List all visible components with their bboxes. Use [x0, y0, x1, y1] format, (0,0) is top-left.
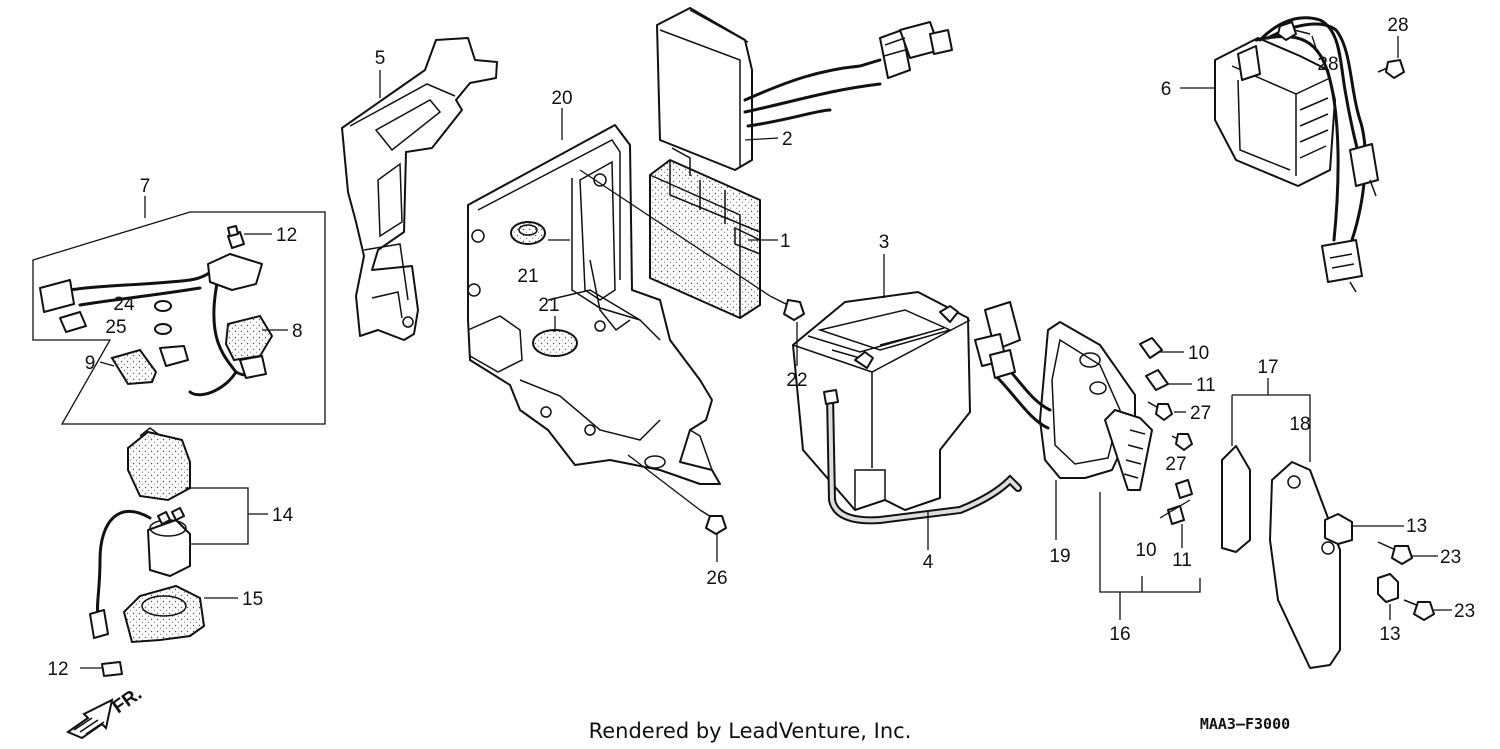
- front-direction-label: FR.: [109, 683, 146, 718]
- bolt-22-part[interactable]: [769, 295, 805, 321]
- bolt-26-part[interactable]: [699, 509, 727, 535]
- callout-5: 5: [375, 48, 386, 69]
- rubber-pad-upper-part[interactable]: [510, 221, 546, 245]
- footer-credit: Rendered by LeadVenture, Inc.: [589, 719, 912, 743]
- callout-13-lower: 13: [1379, 624, 1400, 645]
- bolt-28-upper-part[interactable]: [1277, 21, 1311, 41]
- breather-tube-part[interactable]: [823, 389, 1022, 525]
- callout-13-upper: 13: [1406, 516, 1427, 537]
- fuse-box-part[interactable]: [974, 301, 1153, 491]
- callout-4: 4: [923, 552, 934, 573]
- callout-28-left: 28: [1317, 54, 1338, 75]
- fuse-12-lower-part[interactable]: [101, 661, 123, 677]
- collar-13-upper-part[interactable]: [1324, 513, 1353, 545]
- callout-11-lower: 11: [1172, 550, 1192, 571]
- callout-1: 1: [780, 231, 791, 252]
- callout-22: 22: [786, 370, 807, 391]
- front-direction-arrow: FR.: [65, 683, 146, 740]
- starter-relay-part[interactable]: [89, 427, 191, 639]
- callout-18: 18: [1289, 414, 1310, 435]
- screw-27-upper-part[interactable]: [1147, 401, 1173, 421]
- callout-24: 24: [113, 294, 135, 315]
- fuse-11-upper-part[interactable]: [1145, 369, 1169, 391]
- callout-10-lower: 10: [1135, 540, 1156, 561]
- callout-27-lower: 27: [1165, 454, 1186, 475]
- callout-7: 7: [140, 176, 151, 197]
- relay-box-part[interactable]: [649, 147, 761, 319]
- screw-27-lower-part[interactable]: [1171, 433, 1193, 451]
- callout-11-upper: 11: [1196, 375, 1216, 396]
- regulator-rectifier-part[interactable]: [1214, 16, 1379, 293]
- leader-lines: [80, 35, 1452, 669]
- callout-20: 20: [551, 88, 572, 109]
- callout-3: 3: [879, 232, 890, 253]
- callout-25: 25: [105, 317, 126, 338]
- callout-16: 16: [1109, 624, 1130, 645]
- harness-group-outline: [32, 211, 326, 425]
- callout-12-lower: 12: [47, 659, 68, 680]
- control-unit-part[interactable]: [656, 7, 953, 171]
- bolt-23-lower-part[interactable]: [1403, 599, 1435, 621]
- bolt-28-lower-part[interactable]: [1377, 59, 1405, 79]
- callout-27-upper: 27: [1190, 403, 1211, 424]
- bolt-23-upper-part[interactable]: [1377, 541, 1413, 565]
- callout-21-lower: 21: [538, 295, 559, 316]
- battery-part[interactable]: [792, 291, 971, 511]
- fuse-10-lower-part[interactable]: [1175, 479, 1193, 499]
- callout-15: 15: [242, 589, 263, 610]
- callout-8: 8: [292, 321, 303, 342]
- callout-9: 9: [85, 353, 96, 374]
- battery-case-part[interactable]: [467, 124, 721, 485]
- callout-17: 17: [1257, 357, 1278, 378]
- gasket-17-part[interactable]: [1221, 445, 1251, 553]
- callout-6: 6: [1161, 79, 1172, 100]
- callout-23-upper: 23: [1440, 547, 1461, 568]
- callout-10-upper: 10: [1188, 343, 1209, 364]
- bracket-cover-part[interactable]: [341, 37, 498, 341]
- relay-holder-part[interactable]: [122, 584, 206, 644]
- callout-28-right: 28: [1387, 15, 1408, 36]
- callout-19: 19: [1049, 546, 1070, 567]
- callout-23-lower: 23: [1454, 601, 1475, 622]
- rubber-pad-lower-part[interactable]: [532, 329, 578, 357]
- collar-13-lower-part[interactable]: [1377, 573, 1399, 603]
- callout-12-upper: 12: [276, 225, 297, 246]
- fuse-box-cover-18-part[interactable]: [1269, 461, 1341, 669]
- wire-harness-part[interactable]: [39, 225, 274, 397]
- callout-26: 26: [706, 568, 727, 589]
- callout-21-upper: 21: [517, 266, 538, 287]
- callout-2: 2: [782, 129, 793, 150]
- fuse-10-upper-part[interactable]: [1139, 337, 1163, 359]
- callout-labels: 5 20 2 1 3 4 6 7 12 24 25 8 9 21 21 22 2…: [47, 15, 1475, 680]
- callout-14: 14: [272, 505, 294, 526]
- diagram-code: MAA3–F3000: [1200, 715, 1290, 733]
